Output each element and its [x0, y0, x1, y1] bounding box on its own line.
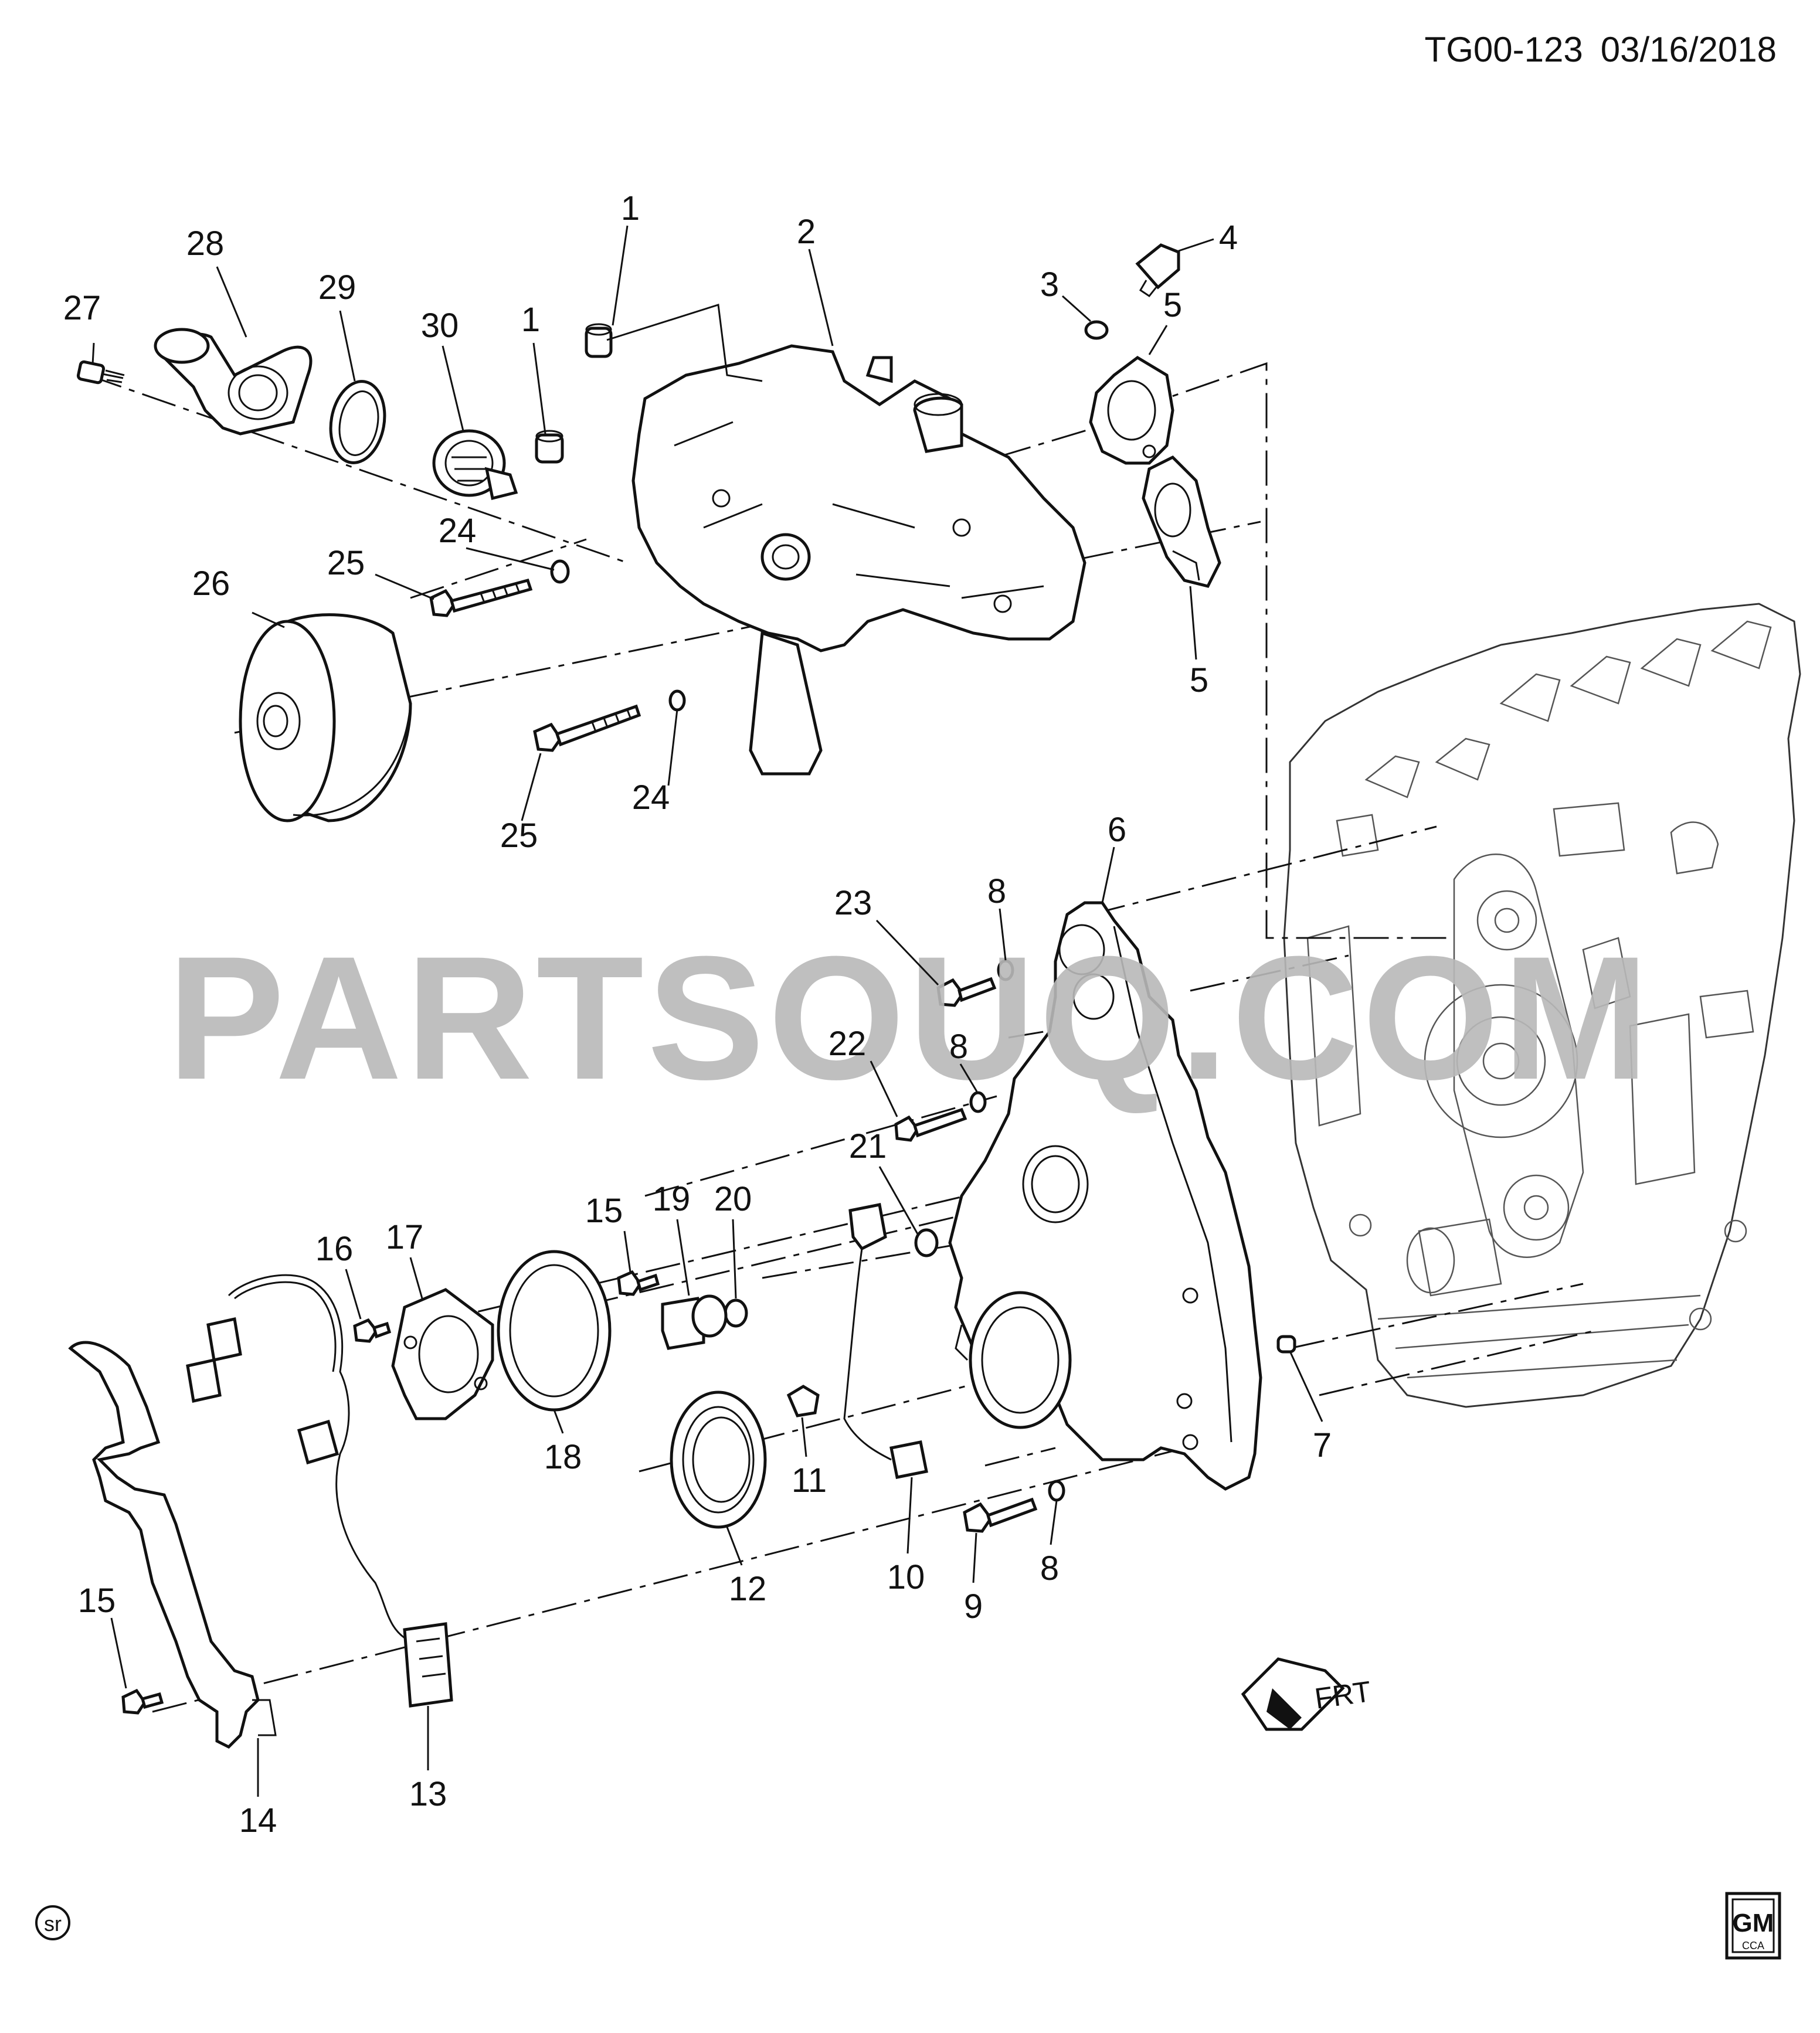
diagram-header: TG00-123 03/16/2018: [1425, 30, 1777, 69]
callout-11: 11: [792, 1461, 827, 1500]
dowel-7: [1276, 1335, 1296, 1354]
callout-10: 10: [887, 1558, 925, 1596]
callout-30: 30: [421, 307, 459, 345]
callout-4: 4: [1219, 219, 1238, 257]
sr-badge-text: sr: [44, 1912, 62, 1936]
seal-29: [329, 380, 386, 464]
callout-13: 13: [409, 1775, 447, 1813]
callout-8-upper: 8: [987, 872, 1006, 910]
gasket-18: [497, 1250, 612, 1412]
callout-labels: 1 1 2 3 4 5 5 6 7 8 8 8 9 10 11 12 13 14…: [63, 189, 1332, 1840]
front-seal-12: [670, 1391, 767, 1529]
sensor-harness-10: [843, 1203, 928, 1479]
crankshaft-position-sensor-19: [661, 1294, 728, 1350]
callout-24-lower: 24: [632, 778, 670, 817]
callout-8-middle: 8: [949, 1028, 968, 1066]
gasket-5-upper: [1089, 355, 1174, 465]
washer-8-upper: [997, 959, 1014, 981]
diagram-date: 03/16/2018: [1601, 30, 1777, 69]
callout-16: 16: [315, 1230, 354, 1268]
sleeve-1-lower: [535, 430, 564, 464]
bolt-23: [936, 977, 997, 1007]
callout-28: 28: [186, 225, 225, 263]
front-orientation-arrow: FRT: [1241, 1657, 1373, 1731]
gm-logo-text: GM: [1733, 1909, 1774, 1937]
callout-27: 27: [63, 289, 101, 327]
sleeve-1-upper: [585, 323, 613, 358]
callout-7: 7: [1313, 1426, 1332, 1464]
watermark: PARTSOUQ.COM: [167, 919, 1652, 1116]
timing-cover-6: [948, 901, 1262, 1491]
callout-20: 20: [714, 1180, 752, 1218]
callout-29: 29: [318, 268, 356, 307]
callout-6: 6: [1108, 811, 1126, 849]
diagram-id: TG00-123: [1425, 30, 1583, 69]
callout-22: 22: [828, 1025, 867, 1063]
wiring-harness-13: [186, 1274, 453, 1708]
gm-logo-subtext: CCA: [1742, 1940, 1764, 1952]
callout-18: 18: [544, 1438, 582, 1476]
engine-block: [1283, 603, 1801, 1408]
gasket-5-lower: [1142, 455, 1221, 588]
callout-12: 12: [729, 1570, 767, 1608]
callout-17: 17: [386, 1218, 424, 1256]
reluctor-plate-17: [391, 1288, 494, 1420]
callout-25-lower: 25: [500, 817, 538, 855]
bolt-15-lower: [121, 1688, 164, 1715]
callout-25-upper: 25: [327, 544, 365, 582]
callout-5-lower: 5: [1190, 661, 1208, 699]
clip-11: [786, 1385, 820, 1417]
thermostat-housing-28: [154, 328, 313, 436]
callout-15-upper: 15: [585, 1192, 623, 1230]
callout-5-upper: 5: [1163, 286, 1182, 324]
bolt-15-upper: [617, 1270, 660, 1296]
leader-lines: [91, 225, 1323, 1797]
callout-2: 2: [797, 213, 816, 251]
callout-26: 26: [192, 565, 230, 603]
thermostat-30: [432, 429, 518, 501]
o-ring-21: [914, 1228, 939, 1257]
water-pump-pulley-26: [239, 613, 412, 822]
washer-24-upper: [550, 559, 570, 584]
temperature-sensor-4: [1135, 243, 1180, 298]
callout-19: 19: [653, 1180, 691, 1218]
water-pump-2: [631, 344, 1086, 776]
callout-3: 3: [1040, 266, 1059, 304]
gm-logo: GM CCA: [1725, 1892, 1781, 1960]
bolt-9: [963, 1497, 1038, 1533]
washer-24-lower: [668, 689, 686, 712]
callout-1-upper: 1: [621, 189, 640, 227]
callout-24-upper: 24: [439, 512, 477, 550]
bolt-25-lower: [533, 704, 641, 752]
washer-8-lower: [1048, 1480, 1065, 1502]
callout-9: 9: [964, 1587, 983, 1626]
bolt-22: [894, 1107, 967, 1142]
front-label: FRT: [1313, 1675, 1373, 1715]
bolt-25-upper: [429, 578, 533, 617]
washer-8-middle: [969, 1091, 987, 1113]
callout-14: 14: [239, 1801, 277, 1840]
harness-bracket-14: [68, 1341, 277, 1749]
bolt-27: [76, 360, 125, 385]
sr-badge: sr: [35, 1905, 70, 1940]
o-ring-20: [724, 1298, 748, 1328]
callout-8-lower: 8: [1040, 1549, 1059, 1587]
callout-23: 23: [834, 884, 872, 922]
callout-21: 21: [849, 1127, 887, 1165]
callout-1-lower: 1: [521, 301, 540, 339]
callout-15-lower: 15: [78, 1582, 116, 1620]
washer-3: [1084, 320, 1109, 340]
bolt-16: [353, 1318, 392, 1343]
